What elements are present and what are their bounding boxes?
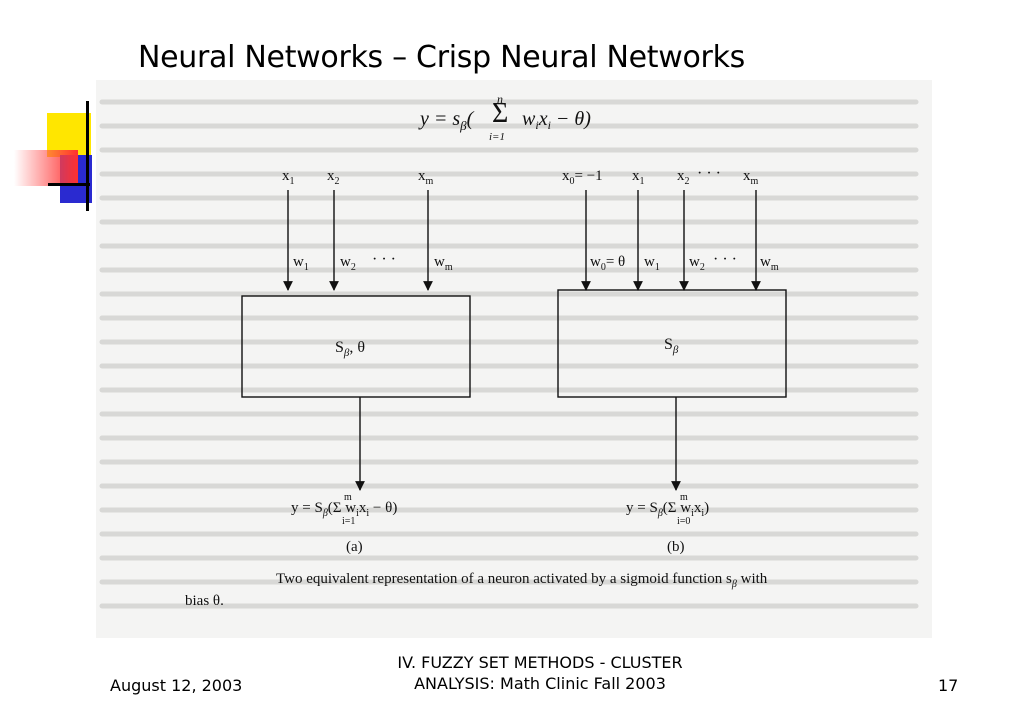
diagram-a: x1 x2 xm w1 w2 · · · wm Sβ, θ y = Sβ(Σ w…	[241, 168, 471, 555]
weight-w1-b: w1	[644, 254, 660, 273]
weight-wm-b: wm	[760, 254, 779, 273]
footer-page-number: 17	[938, 676, 959, 695]
footer-course-line2: ANALYSIS: Math Clinic Fall 2003	[414, 674, 666, 693]
top-formula: y = sβ( n Σ i=1 wixi − θ)	[418, 92, 591, 143]
input-x1-b: x1	[632, 168, 645, 187]
weight-dots: · · ·	[372, 251, 396, 268]
input-x2: x2	[327, 168, 340, 187]
horizontal-line	[48, 183, 90, 186]
weight-w2: w2	[340, 254, 356, 273]
neuron-box-b	[557, 289, 787, 398]
input-xm: xm	[418, 168, 434, 187]
svg-text:Σ: Σ	[492, 98, 508, 129]
figure-caption-line2: bias θ.	[185, 593, 224, 609]
yellow-square	[47, 113, 91, 157]
svg-text:i=1: i=1	[489, 131, 505, 143]
svg-text:n: n	[497, 92, 503, 106]
footer-date: August 12, 2003	[110, 676, 243, 695]
input-dots-b: · · ·	[697, 165, 721, 182]
red-gradient-bar	[14, 150, 78, 186]
output-a: y = Sβ(Σ wixi − θ)	[291, 500, 397, 519]
neuron-label-b: Sβ	[664, 336, 679, 356]
decorative-logo	[0, 95, 100, 215]
neuron-label-a: Sβ, θ	[335, 339, 365, 359]
footer-course-line1: IV. FUZZY SET METHODS - CLUSTER	[397, 653, 683, 672]
output-b: y = Sβ(Σ wixi)	[626, 500, 709, 519]
weight-w1: w1	[293, 254, 309, 273]
weight-w2-b: w2	[689, 254, 705, 273]
diagram-b: x0= −1 x1 x2 · · · xm w0= θ w1 w2 · · · …	[557, 165, 787, 555]
input-x0: x0= −1	[562, 168, 603, 187]
svg-text:y = sβ(: y = sβ(	[418, 108, 475, 133]
neuron-box-a	[241, 295, 471, 398]
weight-w0: w0= θ	[590, 254, 625, 273]
weight-dots-b: · · ·	[713, 251, 737, 268]
figure-caption-line1: Two equivalent representation of a neuro…	[276, 571, 768, 590]
vertical-line	[86, 101, 89, 211]
faint-background-text	[99, 99, 919, 609]
weight-wm: wm	[434, 254, 453, 273]
svg-text:i=0: i=0	[677, 516, 690, 527]
footer-course: IV. FUZZY SET METHODS - CLUSTER ANALYSIS…	[380, 652, 700, 694]
caption-a: (a)	[346, 539, 363, 555]
slide-title: Neural Networks – Crisp Neural Networks	[138, 40, 745, 75]
input-x2-b: x2	[677, 168, 690, 187]
svg-text:m: m	[680, 492, 688, 503]
svg-text:i=1: i=1	[342, 516, 355, 527]
caption-b: (b)	[667, 539, 685, 555]
input-xm-b: xm	[743, 168, 759, 187]
svg-text:wixi − θ): wixi − θ)	[522, 108, 591, 132]
input-x1: x1	[282, 168, 295, 187]
svg-text:m: m	[344, 492, 352, 503]
